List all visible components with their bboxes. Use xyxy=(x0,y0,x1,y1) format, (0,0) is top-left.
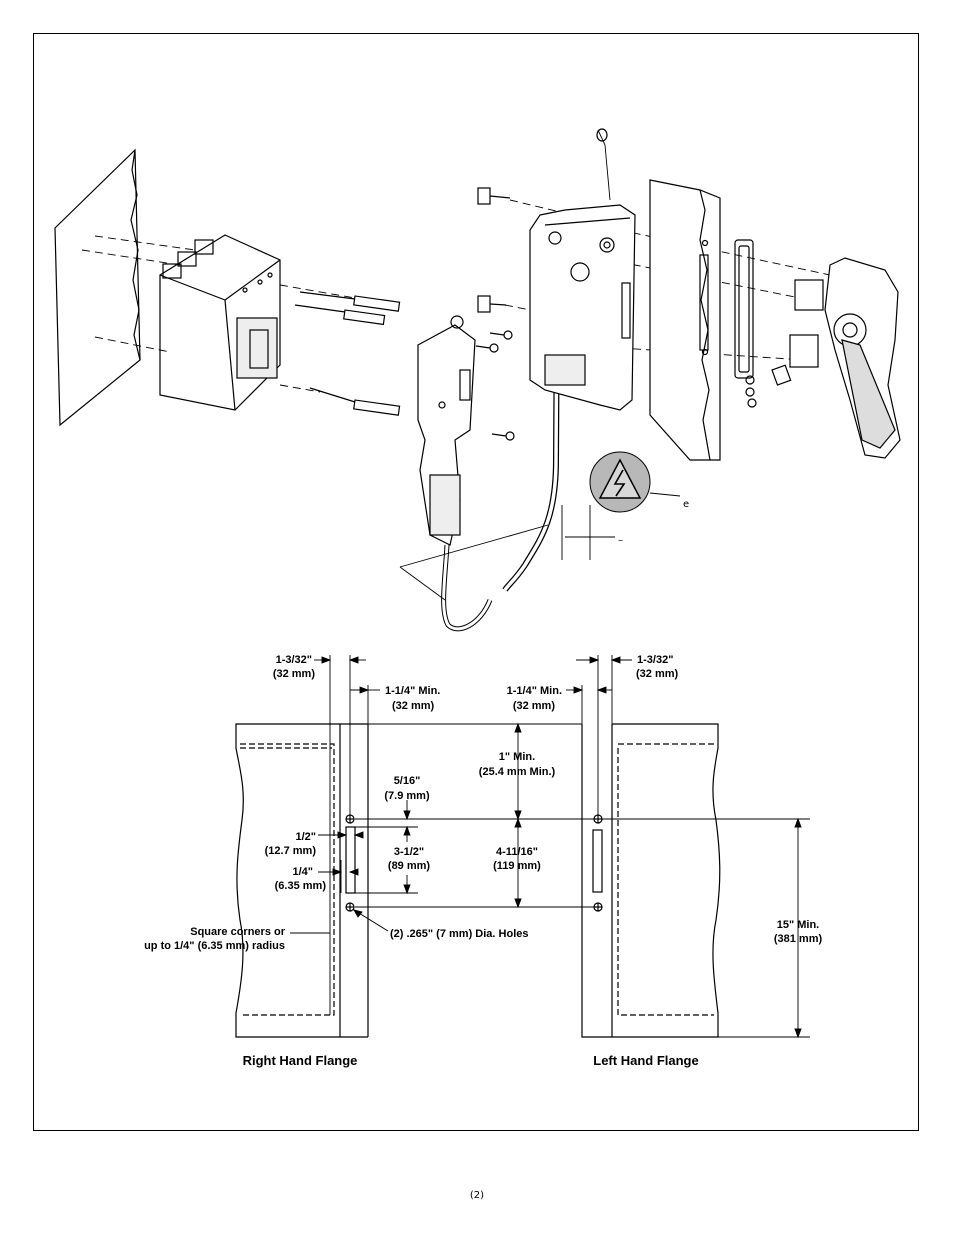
gasket xyxy=(734,239,754,379)
breaker-mechanism xyxy=(417,315,476,546)
page-number: (2) xyxy=(469,1190,485,1201)
corners-label: Square corners or xyxy=(190,926,285,938)
right-hand-caption: Right Hand Flange xyxy=(243,1053,358,1068)
hole-offset-label: 5/16" xyxy=(394,775,421,787)
corners-radius-label: up to 1/4" (6.35 mm) radius xyxy=(144,940,285,952)
min-height-label: 15" Min. xyxy=(777,919,820,931)
hole-offset-mm-label: (7.9 mm) xyxy=(384,790,430,802)
hole-spacing-mm-label: (119 mm) xyxy=(493,860,541,872)
warning-callout: e xyxy=(683,499,689,510)
top-min-label: 1" Min. xyxy=(499,751,535,763)
rh-min-label: 1-1/4" Min. xyxy=(385,685,440,697)
rh-offset-label: 1-3/32" xyxy=(276,654,312,666)
dimension-lines xyxy=(290,655,810,1039)
cable-callout: – xyxy=(618,535,623,546)
bolts xyxy=(477,187,511,313)
lh-offset-mm-label: (32 mm) xyxy=(636,668,679,680)
right-hand-flange xyxy=(235,723,369,1038)
holes-label: (2) .265" (7 mm) Dia. Holes xyxy=(390,928,528,940)
door-flange xyxy=(649,179,721,461)
circuit-breaker xyxy=(159,234,281,411)
slot-length-label: 3-1/2" xyxy=(394,846,424,858)
left-hand-caption: Left Hand Flange xyxy=(593,1053,698,1068)
min-height-mm-label: (381 mm) xyxy=(774,933,823,945)
mounting-rods xyxy=(294,291,401,416)
slot-edge-label: 1/4" xyxy=(292,866,313,878)
lh-offset-label: 1-3/32" xyxy=(637,654,673,666)
top-min-mm-label: (25.4 mm Min.) xyxy=(479,766,556,778)
handle-mechanism xyxy=(529,128,636,411)
page-frame xyxy=(33,33,919,1131)
lh-min-mm-label: (32 mm) xyxy=(513,700,556,712)
screws xyxy=(475,330,757,441)
left-hand-flange xyxy=(581,723,721,1038)
slot-length-mm-label: (89 mm) xyxy=(388,860,431,872)
operating-handle xyxy=(771,257,901,459)
slot-edge-mm-label: (6.35 mm) xyxy=(275,880,327,892)
warning-symbol xyxy=(589,451,681,513)
hole-spacing-label: 4-11/16" xyxy=(496,846,538,858)
slot-width-label: 1/2" xyxy=(295,831,316,843)
rh-offset-mm-label: (32 mm) xyxy=(273,668,316,680)
rh-min-mm-label: (32 mm) xyxy=(392,700,435,712)
mounting-panel xyxy=(54,148,141,427)
slot-width-mm-label: (12.7 mm) xyxy=(265,845,317,857)
lh-min-label: 1-1/4" Min. xyxy=(507,685,562,697)
cable xyxy=(399,289,615,632)
